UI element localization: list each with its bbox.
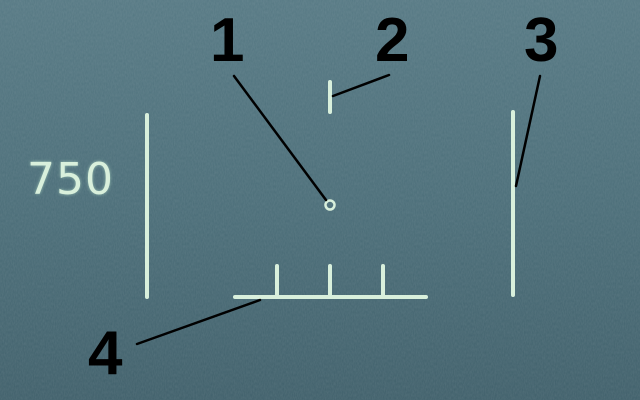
callout-number-2: 2: [375, 6, 410, 75]
callout-2-leader: [331, 73, 391, 98]
callout-number-1: 1: [210, 6, 245, 75]
speed-readout: 750: [27, 154, 114, 205]
callout-number-3: 3: [524, 6, 559, 75]
aiming-reticle-dot: [324, 199, 336, 211]
callout-4-leader: [135, 298, 262, 346]
callout-number-4: 4: [88, 319, 123, 388]
callout-3-leader: [514, 74, 542, 188]
callout-1-leader: [232, 74, 328, 202]
